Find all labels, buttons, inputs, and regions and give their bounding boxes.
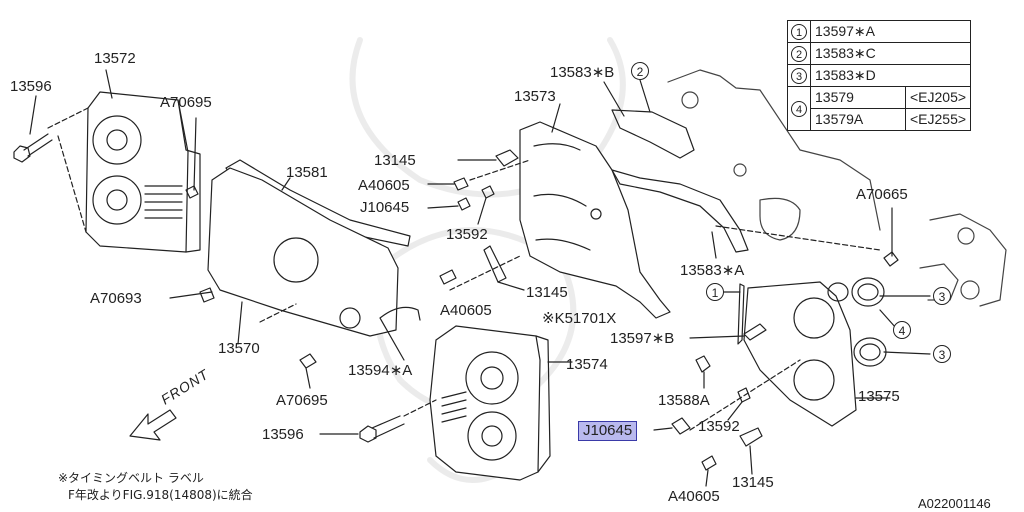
legend-part: 13597∗A: [809, 20, 972, 43]
legend-row: 4 13579 <EJ205>: [787, 86, 972, 131]
legend-row: 2 13583∗C: [787, 42, 972, 65]
part-13570-plate: [207, 167, 399, 337]
callout-J10645-highlighted[interactable]: J10645: [578, 421, 638, 441]
legend-num: 4: [791, 101, 807, 117]
callout-13581: 13581: [286, 164, 328, 181]
callout-K51701X: ※K51701X: [542, 310, 617, 327]
circled-number-3-lower: 3: [933, 345, 951, 363]
footnote-line-1: ※タイミングベルト ラベル: [58, 471, 204, 485]
engine-block-sketch: [667, 69, 1007, 307]
callout-A40605-middle: A40605: [440, 302, 492, 319]
callout-A70693: A70693: [90, 290, 142, 307]
legend-num: 1: [791, 24, 807, 40]
part-13574-cover: [429, 325, 551, 481]
legend-part: 13583∗D: [809, 64, 972, 87]
callout-13145-middle: 13145: [526, 284, 568, 301]
callout-13592-upper: 13592: [446, 226, 488, 243]
callout-J10645-upper: J10645: [360, 199, 410, 216]
legend-part: 13579A: [810, 108, 906, 131]
footnote-line-2: F年改よりFIG.918(14808)に統合: [68, 488, 253, 502]
callout-A70695-upper: A70695: [160, 94, 212, 111]
legend-num: 2: [791, 46, 807, 62]
callout-13570: 13570: [218, 340, 260, 357]
callout-13594A: 13594∗A: [348, 362, 413, 379]
callout-13597B: 13597∗B: [610, 330, 675, 347]
legend-row: 1 13597∗A: [787, 20, 972, 43]
callout-13145-upper: 13145: [374, 152, 416, 169]
front-arrow: [129, 409, 177, 441]
callout-13574: 13574: [566, 356, 608, 373]
legend-engine-note: <EJ205>: [904, 86, 972, 109]
callout-A70665: A70665: [856, 186, 908, 203]
part-13596-bolt: [13, 133, 53, 163]
callout-13573: 13573: [514, 88, 556, 105]
part-13573-cover: [519, 121, 671, 319]
circled-number-2: 2: [631, 62, 649, 80]
part-13575-cover: [743, 281, 857, 427]
callout-13583A: 13583∗A: [680, 262, 745, 279]
legend-row: 3 13583∗D: [787, 64, 972, 87]
diagram-reference-code: A022001146: [918, 496, 991, 511]
callout-A40605-lower: A40605: [668, 488, 720, 505]
legend-engine-note: <EJ255>: [904, 108, 972, 131]
circled-number-4: 4: [893, 321, 911, 339]
callout-13596-upper: 13596: [10, 78, 52, 95]
callout-13596-lower: 13596: [262, 426, 304, 443]
callout-13145-lower: 13145: [732, 474, 774, 491]
callout-A70695-lower: A70695: [276, 392, 328, 409]
part-13583-gasket: [611, 109, 695, 159]
legend-table: 1 13597∗A 2 13583∗C 3 13583∗D 4 13579 <E…: [787, 20, 972, 131]
part-13594-harness: [379, 306, 421, 361]
legend-row: 13579A <EJ255>: [788, 108, 972, 131]
part-13572-cover: [85, 91, 201, 253]
legend-part: 13583∗C: [809, 42, 972, 65]
circled-number-3-upper: 3: [933, 287, 951, 305]
part-A70695-bolt-upper: [185, 117, 199, 199]
callout-13588A: 13588A: [658, 392, 710, 409]
callout-13575: 13575: [858, 388, 900, 405]
callout-13592-lower: 13592: [698, 418, 740, 435]
circled-number-1: 1: [706, 283, 724, 301]
legend-num: 3: [791, 68, 807, 84]
callout-13583B: 13583∗B: [550, 64, 615, 81]
callout-13572: 13572: [94, 50, 136, 67]
callout-A40605-upper: A40605: [358, 177, 410, 194]
legend-part: 13579: [810, 86, 906, 109]
